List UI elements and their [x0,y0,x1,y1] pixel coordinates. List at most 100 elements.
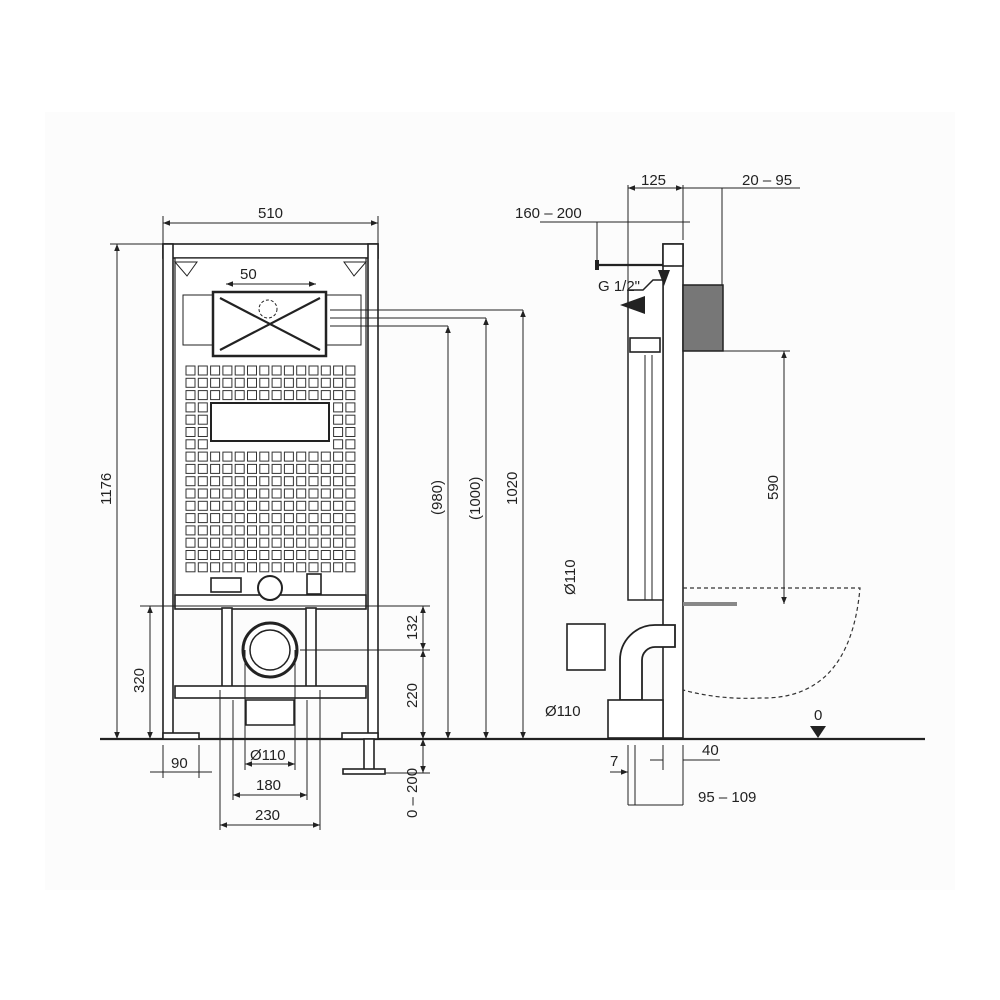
grid-tile [185,476,196,487]
grid-tile [222,562,233,573]
grid-tile [296,488,307,499]
grid-tile [210,550,221,560]
grid-tile [320,500,331,511]
grid-tile [185,562,196,573]
foot-label: 90 [171,755,188,772]
grid-tile [345,550,356,560]
grid-tile [271,562,282,573]
dim-160-200-label: 160 – 200 [515,205,582,222]
grid-tile [210,476,221,487]
grid-tile [247,513,257,524]
dim-180-label: 180 [256,777,281,794]
grid-tile [320,525,331,536]
grid-tile [247,390,257,401]
grid-tile [271,525,282,536]
grid-tile [222,525,233,536]
grid-tile [296,500,307,511]
grid-tile [296,550,307,560]
grid-tile [197,476,208,487]
grid-tile [345,525,356,536]
height-label: 1176 [98,473,115,505]
grid-tile [308,525,319,536]
grid-tile [197,414,208,425]
grid-tile [247,562,257,573]
dim-7-label: 7 [610,753,618,770]
grid-tile [320,550,331,560]
grid-tile [271,463,282,474]
grid-tile [210,488,221,499]
grid-tile [234,488,245,499]
grid-tile [283,463,294,474]
grid-tile [234,537,245,548]
grid-tile [345,365,356,376]
grid-tile [259,390,270,401]
grid-tile [271,365,282,376]
grid-tile [197,488,208,499]
grid-tile [234,476,245,487]
grid-tile [197,402,208,413]
grid-tile [234,451,245,462]
grid-tile [185,513,196,524]
grid-tile [222,550,233,560]
grid-tile [259,451,270,462]
grid-tile [333,525,344,536]
grid-tile [333,476,344,487]
grid-tile [210,390,221,401]
grid-tile [320,513,331,524]
drain-diameter-label: Ø110 [250,747,286,764]
grid-tile [320,390,331,401]
grid-tile [185,463,196,474]
grid-tile [247,377,257,388]
grid-tile [247,500,257,511]
grid-tile [259,488,270,499]
grid-tile [308,377,319,388]
grid-tile [197,377,208,388]
grid-tile [345,463,356,474]
grid-tile [234,463,245,474]
grid-tile [333,562,344,573]
grid-tile [296,451,307,462]
grid-tile [247,463,257,474]
grid-tile [271,550,282,560]
grid-tile [345,476,356,487]
side-view-dimensions [540,185,800,806]
grid-tile [283,562,294,573]
grid-tile [185,537,196,548]
flush-offset-label: 50 [240,266,257,283]
grid-tile [283,451,294,462]
grid-tile [234,550,245,560]
grid-tile [210,562,221,573]
grid-tile [283,365,294,376]
grid-tile [247,550,257,560]
grid-tile [283,550,294,560]
grid-tile [271,377,282,388]
grid-tile [259,476,270,487]
grid-tile [259,562,270,573]
grid-tile [259,500,270,511]
grid-tile [259,537,270,548]
grid-tile [210,500,221,511]
grid-tile [222,537,233,548]
grid-tile [185,390,196,401]
grid-tile [197,500,208,511]
dim-125-label: 125 [641,172,666,189]
grid-tile [210,463,221,474]
grid-tile [185,377,196,388]
grid-tile [308,500,319,511]
grid-tile [197,513,208,524]
drain-pipe-stub [566,623,606,671]
grid-tile [345,562,356,573]
grid-tile [296,562,307,573]
grid-tile [320,562,331,573]
grid-tile [320,537,331,548]
grid-tile [185,365,196,376]
tile-grid [185,365,356,573]
grid-tile [259,550,270,560]
grid-tile [320,365,331,376]
grid-tile [308,463,319,474]
grid-tile [308,451,319,462]
grid-tile [234,365,245,376]
grid-tile [234,390,245,401]
grid-tile [333,427,344,437]
